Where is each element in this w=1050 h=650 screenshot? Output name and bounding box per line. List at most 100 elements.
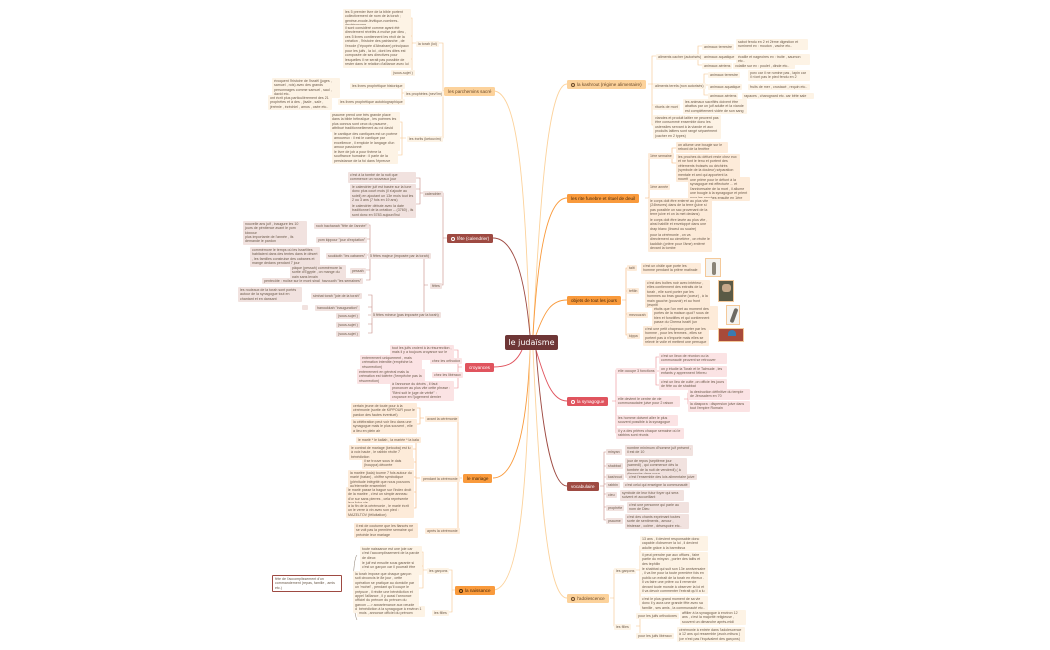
fete-name[interactable]: soukkoth "les cabanes" [326,253,368,260]
topic-naissance[interactable]: la naissance [455,586,495,595]
branch-fonctions[interactable]: elle occupe 3 fonctions [616,368,657,375]
branch-cacher[interactable]: aliments cacher (autorisés) [656,54,704,61]
vocab-definition: c'est l'ensemble des lois alimentaire ju… [627,474,697,481]
object-label[interactable]: kippa [627,333,640,340]
note: certain jeune de toute pour à la cérémon… [351,403,417,419]
note: nouvelle ans juif , inaugure les 10 jour… [243,221,307,237]
subbranch-label[interactable]: les livres prophétique autobiographique [338,99,405,106]
fete-name[interactable]: pessah [350,268,366,275]
vocab-term[interactable]: shabbat [606,463,623,470]
fete-name[interactable]: (sous-sujet ) [336,322,360,329]
side-note-box[interactable]: fête de l'accomplissement d'un commandem… [272,575,342,593]
fete-name[interactable]: hanoukkah "inauguration" [315,305,360,312]
note: c'est un châle que porte les homme penda… [641,263,701,274]
note: pâque (pessah) commémore la sortie d'Egy… [290,265,346,281]
circle-icon [571,399,575,404]
branch-filles[interactable]: les filles [432,610,449,617]
note: ont écrit plus particulièrement des 21 p… [268,95,332,111]
branch-fetes[interactable]: fêtes [430,283,442,290]
note: c'est un lieux de réunion ou la communau… [659,353,727,364]
topic-objets[interactable]: objets de tout les jours [567,296,621,305]
object-label[interactable]: tefilin [627,288,640,295]
note: la célébration peut voir lieu dans une s… [351,419,417,435]
branch-ecrits[interactable]: les écrits (ketouvim) [407,136,443,143]
topic-funeraire[interactable]: les rite funebre et rituel de deuil [567,194,640,203]
note: c'est des boîtes noir avec intérieur , e… [645,280,710,309]
note: toute naissance est une joie car c'est l… [360,546,422,562]
subbranch-label[interactable]: pour les juifs libéraux [636,633,674,640]
branch-avant[interactable]: avant la cérémonie [425,416,460,423]
branch-garcons[interactable]: les garçons [614,568,637,575]
topic-parchemins[interactable]: les parchemins sacré [444,87,496,96]
branch-torah[interactable]: la torah (loi) [416,41,439,48]
note: pour la cérémonie , on va directement au… [648,232,712,252]
branch-premiere-annee[interactable]: 1ère année [648,184,671,191]
note: écaille et nageoires ex : truite , saumo… [736,54,810,65]
fete-name[interactable]: roch hachanah "fête de l'année" [314,223,369,230]
note: psaume prend une très grande place dans … [330,112,400,132]
subbranch-label[interactable]: animaux terrestre [708,72,740,79]
vocab-term[interactable]: cieu [606,492,617,499]
note: cérémonie à entrée dans l'adolescence à … [677,627,745,643]
note: à la fin de la cérémonie , le marié écri… [346,503,414,519]
topic-kashrout[interactable]: la kashrout (régime alimentaire) [567,80,646,89]
topic-adolescence[interactable]: l'adolescence [567,594,609,603]
note: commémore le temps où les Israélites hab… [250,247,320,267]
topic-croyances[interactable]: croyances [465,363,494,372]
branch-prophetes[interactable]: les prophètes (nevi'im) [404,91,445,98]
note: le calendrier débute avec la date tradit… [350,203,416,219]
branch-calendrier[interactable]: calendrier [423,191,443,198]
note: volatile sur ex : poulet , dinde etc.. [733,63,795,70]
kippa-image [718,328,744,342]
croyance-label[interactable]: chez les orthodox [430,358,463,365]
topic-mariage[interactable]: le mariage [463,474,493,483]
note: il se trouve sous le dais (houppa) décor… [362,458,414,469]
root-topic[interactable]: le judaïsme [505,335,558,350]
topic-vocabulaire[interactable]: vocabulaire [567,482,599,491]
branch-filles[interactable]: les filles [614,624,631,631]
note: enterrement en général mais la crémation… [357,369,425,385]
branch-centre[interactable]: elle devient le centre de vie communauta… [616,396,680,407]
object-label[interactable]: mezouzah [627,312,648,319]
branch-terefa[interactable]: aliments terefa (non autorisés) [653,83,706,90]
note: c'est à la tombé de la nuit que commence… [348,172,416,183]
note: le shabbat qui suit son 13e anniversaire… [640,566,708,595]
note: sabot fendu en 2 et 2ème digestion et ru… [736,39,808,50]
subbranch-label[interactable]: les livres prophétique historique [350,83,405,90]
circle-icon [459,588,463,593]
croyance-label[interactable]: chez les libéraux [432,372,463,379]
fete-name[interactable]: (sous-sujet ) [336,313,360,320]
note: le livre de job a pour thème la souffran… [332,149,398,165]
fete-name[interactable]: simhat torah "joie de la torah" [311,293,362,300]
topic-synagogue[interactable]: la synagogue [567,397,609,406]
branch-pendant[interactable]: pendant la cérémonie [421,476,460,483]
note: les rouleaux de la torah sont portés aut… [238,287,302,303]
branch-fetes-majeur[interactable]: 5 fêtes majeur (imposée par la torah) [368,253,431,260]
branch-fetes-mineur[interactable]: 5 fêtes mineur (pas imposée par la torah… [371,312,441,319]
branch-semaine[interactable]: 1ère semaine [648,153,674,160]
fete-name[interactable]: yom kippour "jour d'expiation" [316,237,368,244]
subbranch-label[interactable]: animaux aériens [702,63,733,70]
talit-image [705,258,721,277]
note: fruits de mer , crustacé , requin etc.. [748,84,810,91]
vocab-term[interactable]: minyan [606,449,622,456]
subbranch-label[interactable]: animaux terrestre [702,44,734,51]
subbranch-label[interactable]: pour les juifs orthodoxes [636,613,679,620]
subbranch-label[interactable]: animaux aquatique [708,84,743,91]
subbranch-label[interactable]: animaux aquatique [702,54,737,61]
vocab-term[interactable]: kashrout [606,474,624,481]
subbranch-label[interactable]: animaux aériens [708,93,739,100]
branch-abattage[interactable]: rituels de mort [653,104,680,111]
branch-apres[interactable]: après la cérémonie [425,528,460,535]
note: il est de coutume que les fiancés ne se … [354,523,418,539]
vocab-term[interactable]: prophète [606,505,625,512]
vocab-term[interactable]: psaume [606,518,623,525]
vocab-term[interactable]: rabbin [606,482,620,489]
fete-name[interactable]: shavouoth "les semaines" [318,278,364,285]
topic-fetes[interactable]: fête (calendrier) [447,234,494,243]
note: le calendrier juif est basée sur la lune… [350,184,416,204]
fete-name[interactable]: (sous-sujet ) [336,331,360,338]
branch-garcons[interactable]: les garçons [427,568,450,575]
object-label[interactable]: talit [627,265,637,272]
note: le contrat de mariage (ketouba) est lu à… [349,445,413,461]
